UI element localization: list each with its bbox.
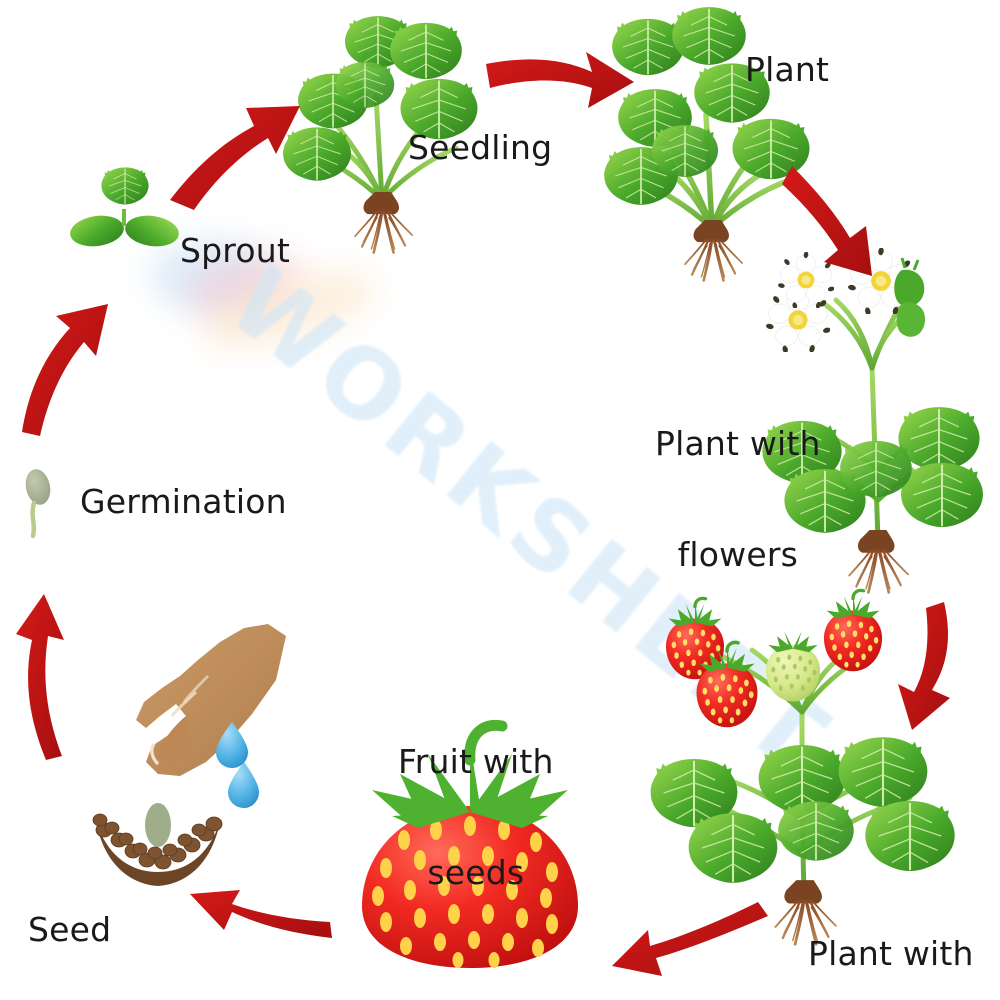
germination-illustration <box>25 469 51 539</box>
label-fruit-with-seeds: Fruit with seeds <box>398 670 554 966</box>
label-plant-with-fruit-line1: Plant with <box>808 933 974 973</box>
plant-with-flowers-illustration <box>761 248 984 595</box>
label-seedling: Seedling <box>408 128 553 167</box>
label-fruit-with-seeds-line1: Fruit with <box>398 741 554 781</box>
arrow-sprout-to-seedling <box>170 106 300 210</box>
seedling-illustration <box>282 15 479 255</box>
label-fruit-with-seeds-line2: seeds <box>427 852 525 892</box>
strawberry-calyx <box>372 742 568 828</box>
label-seed-planting: Seed planting <box>28 838 165 1000</box>
arrow-flowers-to-fruit <box>898 602 950 730</box>
plant-illustration <box>603 6 811 283</box>
label-sprout: Sprout <box>180 231 290 270</box>
arrow-fruit-to-fruitseeds <box>612 902 768 976</box>
arrow-seedplanting-to-germination <box>16 594 64 760</box>
soil-mound <box>92 813 223 886</box>
seed-planting-illustration <box>92 624 286 886</box>
label-plant-with-fruit: Plant with fruit <box>808 862 974 1000</box>
arrows-layer <box>16 52 950 976</box>
fruit-with-seeds-illustration <box>362 719 578 968</box>
flower-bud <box>894 257 925 307</box>
label-plant-with-flowers-line1: Plant with <box>655 423 821 463</box>
hand-icon <box>136 624 286 776</box>
label-plant: Plant <box>745 50 830 89</box>
flower-bud-hanging <box>896 302 926 337</box>
plant-with-fruit-illustration <box>649 588 956 947</box>
sprout-illustration <box>70 166 179 293</box>
water-drops <box>216 722 259 808</box>
arrow-seedling-to-plant <box>486 52 634 108</box>
label-seed-planting-line1: Seed <box>28 909 112 949</box>
label-germination: Germination <box>80 482 287 521</box>
label-plant-with-flowers: Plant with flowers <box>655 352 821 648</box>
label-plant-with-flowers-line2: flowers <box>677 534 799 574</box>
planted-seed <box>145 803 171 847</box>
arrow-fruitseeds-to-seedplanting <box>190 890 332 938</box>
arrow-plant-to-flowers <box>782 166 872 276</box>
arrow-germination-to-sprout <box>22 304 108 436</box>
